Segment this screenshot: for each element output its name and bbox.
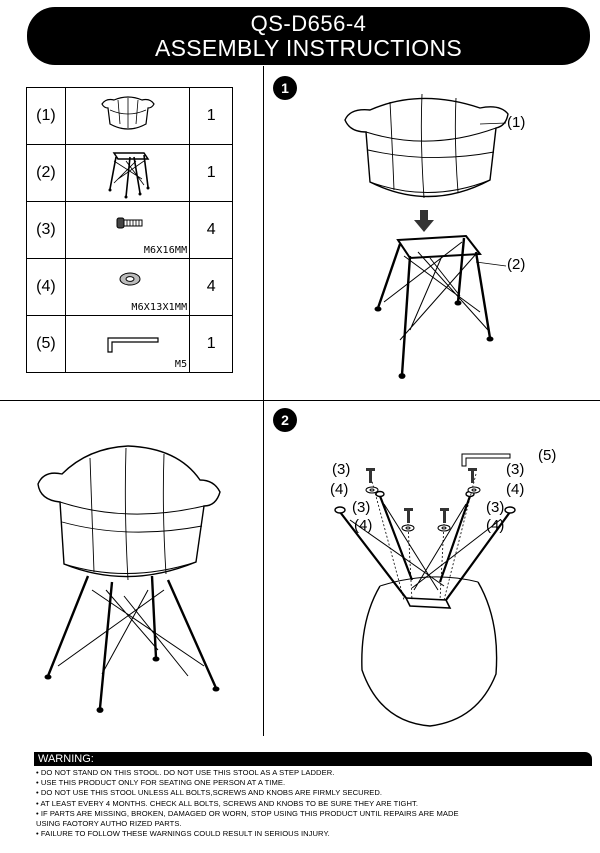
callout-leader [479,122,507,125]
guide-lines [369,473,477,601]
part-index: (4) [26,258,66,316]
part-image-cell: M5 [64,315,191,373]
warning-list: • DO NOT STAND ON THIS STOOL. DO NOT USE… [36,768,591,839]
part-index: (5) [26,315,66,373]
part-index: (1) [26,87,66,145]
part-image-cell [64,87,191,145]
part-spec: M6X16MM [143,245,188,256]
callout-bolt-top-left: (3) [332,461,351,478]
exploded-view-illustration [334,453,516,727]
allen-key-icon [107,337,159,353]
part-spec: M6X13X1MM [131,302,188,313]
step-2-badge: 2 [273,408,297,432]
metal-base-icon [374,234,494,379]
metal-base-icon [44,575,220,713]
washer-icon [119,272,141,286]
table-row: (3) M6X16MM 4 [26,201,233,259]
callout-washer-top-left: (4) [330,481,349,498]
table-row: (2) 1 [26,144,233,202]
part-index: (3) [26,201,66,259]
part-qty: 4 [189,258,233,316]
callout-part-5: (5) [538,447,557,464]
warning-heading: WARNING: [34,752,592,766]
horizontal-divider [0,400,600,401]
part-qty: 4 [189,201,233,259]
page-title: ASSEMBLY INSTRUCTIONS [154,34,463,61]
callout-bolt-mid-left: (3) [352,499,371,516]
part-image-cell [64,144,191,202]
chair-seat-icon [37,445,221,581]
callout-washer-mid-left: (4) [354,517,373,534]
metal-base-icon [108,152,150,199]
assembled-chair-illustration [37,445,221,713]
callout-washer-mid-right: (4) [486,517,505,534]
table-row: (1) 1 [26,87,233,145]
warning-line: • IF PARTS ARE MISSING, BROKEN, DAMAGED … [36,808,459,818]
part-spec: M5 [174,359,188,370]
part-image-cell: M6X16MM [64,201,191,259]
callout-leader [475,261,507,267]
washer-icon [365,486,481,532]
callout-washer-top-right: (4) [506,481,525,498]
callout-bolt-top-right: (3) [506,461,525,478]
parts-table: (1) 1 (2) 1 (3) M6 [26,87,233,373]
metal-base-icon [334,490,516,609]
bolt-icon [116,217,143,229]
part-image-cell: M6X13X1MM [64,258,191,316]
callout-part-2: (2) [507,256,526,273]
vertical-divider [263,66,264,736]
step-1-illustration [344,93,509,379]
warning-line: • FAILURE TO FOLLOW THESE WARNINGS COULD… [36,829,330,839]
part-qty: 1 [189,144,233,202]
table-row: (5) M5 1 [26,315,233,373]
step-1-badge: 1 [273,76,297,100]
warning-line: • USE THIS PRODUCT ONLY FOR SEATING ONE … [36,778,286,788]
arrow-down-icon [414,210,434,232]
callout-part-1: (1) [507,114,526,131]
bolt-icon [366,468,477,523]
part-index: (2) [26,144,66,202]
warning-line: • DO NOT STAND ON THIS STOOL. DO NOT USE… [36,768,335,777]
chair-seat-icon [344,93,509,199]
header-banner: QS-D656-4 ASSEMBLY INSTRUCTIONS [27,7,590,65]
part-qty: 1 [189,87,233,145]
allen-key-icon [461,453,511,467]
model-code: QS-D656-4 [250,10,367,36]
chair-seat-icon [101,96,155,130]
chair-seat-icon [361,576,498,727]
warning-line: • DO NOT USE THIS STOOL UNLESS ALL BOLTS… [36,788,383,798]
warning-line: • AT LEAST EVERY 4 MONTHS. CHECK ALL BOL… [36,798,419,808]
part-qty: 1 [189,315,233,373]
warning-line: USING FAOTORY AUTHO RIZED PARTS. [36,819,182,829]
callout-bolt-mid-right: (3) [486,499,505,516]
table-row: (4) M6X13X1MM 4 [26,258,233,316]
